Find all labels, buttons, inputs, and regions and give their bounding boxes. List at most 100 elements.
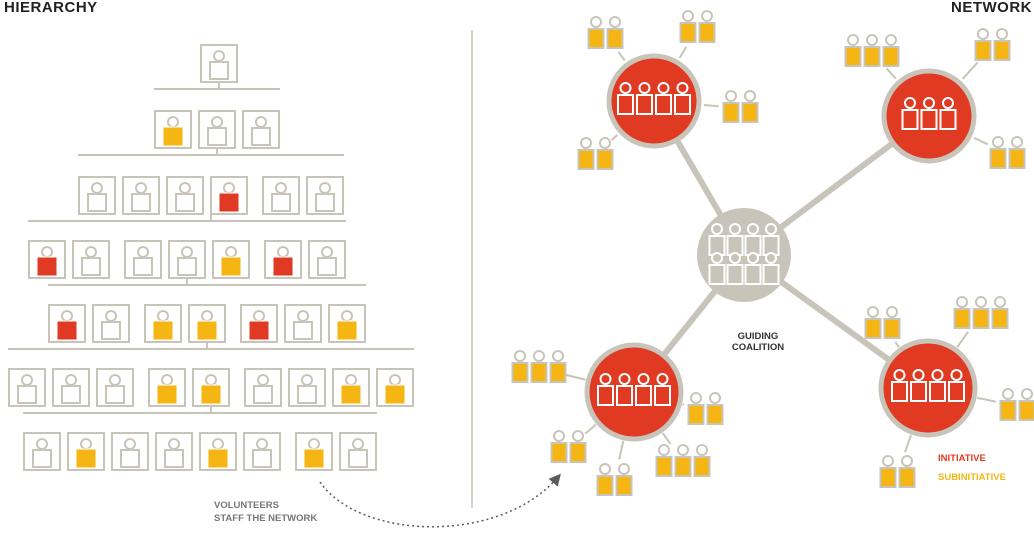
hierarchy-box xyxy=(284,304,322,343)
initiative-bottom-left xyxy=(584,342,684,442)
hierarchy-box xyxy=(48,304,86,343)
subinitiative-link xyxy=(678,46,688,59)
hierarchy-box xyxy=(242,110,280,149)
hierarchy-box xyxy=(122,176,160,215)
hierarchy-box xyxy=(155,432,193,471)
hierarchy-box xyxy=(212,240,250,279)
subinitiative-person-icon xyxy=(511,350,529,383)
subinitiative-person-icon xyxy=(972,296,990,329)
subinitiative-person-icon xyxy=(844,34,862,67)
network-title: NETWORK xyxy=(951,0,1032,16)
hierarchy-box xyxy=(166,176,204,215)
subinitiative-person-icon xyxy=(530,350,548,383)
hierarchy-box xyxy=(78,176,116,215)
subinitiative-person-icon xyxy=(549,350,567,383)
volunteers-label-line1: VOLUNTEERS xyxy=(214,500,279,511)
subinitiative-person-icon xyxy=(879,455,897,488)
coalition-person-icon xyxy=(708,252,726,285)
hierarchy-box xyxy=(148,368,186,407)
hierarchy-box xyxy=(262,176,300,215)
subinitiative-person-icon xyxy=(674,444,692,477)
initiative-person-icon xyxy=(939,97,957,130)
hierarchy-box xyxy=(288,368,326,407)
hierarchy-box xyxy=(52,368,90,407)
volunteers-arrow xyxy=(319,473,561,528)
hierarchy-box xyxy=(67,432,105,471)
initiative-person-icon xyxy=(910,369,927,402)
initiative-person-icon xyxy=(655,82,672,115)
hierarchy-box xyxy=(168,240,206,279)
legend-subinitiative: SUBINITIATIVE xyxy=(938,472,1006,483)
hierarchy-box xyxy=(264,240,302,279)
initiative-person-icon xyxy=(948,369,965,402)
hierarchy-box xyxy=(28,240,66,279)
hierarchy-box xyxy=(23,432,61,471)
subinitiative-link xyxy=(973,136,989,146)
subinitiative-person-icon xyxy=(989,136,1007,169)
hierarchy-box xyxy=(124,240,162,279)
coalition-person-icon xyxy=(744,223,762,256)
subinitiative-person-icon xyxy=(550,430,568,463)
coalition-person-icon xyxy=(762,223,780,256)
subinitiative-link xyxy=(703,104,719,108)
hierarchy-box xyxy=(111,432,149,471)
hierarchy-box xyxy=(200,44,238,83)
subinitiative-person-icon xyxy=(999,388,1017,421)
subinitiative-person-icon xyxy=(974,28,992,61)
coalition-people xyxy=(708,223,780,285)
subinitiative-person-icon xyxy=(655,444,673,477)
subinitiative-person-icon xyxy=(698,10,716,43)
hierarchy-title: HIERARCHY xyxy=(4,0,98,16)
subinitiative-link xyxy=(885,67,897,80)
hierarchy-box xyxy=(96,368,134,407)
volunteers-label-line2: STAFF THE NETWORK xyxy=(214,513,317,524)
hierarchy-box xyxy=(199,432,237,471)
subinitiative-person-icon xyxy=(1008,136,1026,169)
initiative-person-icon xyxy=(636,82,653,115)
subinitiative-person-icon xyxy=(587,16,605,49)
subinitiative-person-icon xyxy=(883,306,901,339)
initiative-person-icon xyxy=(920,97,938,130)
hierarchy-box xyxy=(243,432,281,471)
subinitiative-link xyxy=(976,396,997,403)
hierarchy-box xyxy=(376,368,414,407)
hierarchy-pyramid xyxy=(8,44,414,471)
hierarchy-box xyxy=(295,432,333,471)
initiative-person-icon xyxy=(674,82,691,115)
initiative-person-icon xyxy=(597,373,614,406)
subinitiative-person-icon xyxy=(991,296,1009,329)
initiative-person-icon xyxy=(891,369,908,402)
subinitiative-link xyxy=(618,440,625,460)
subinitiative-person-icon xyxy=(993,28,1011,61)
initiative-person-icon xyxy=(617,82,634,115)
subinitiative-link xyxy=(961,61,979,80)
subinitiative-person-icon xyxy=(722,90,740,123)
hierarchy-box xyxy=(308,240,346,279)
coalition-person-icon xyxy=(726,252,744,285)
initiative-top-left xyxy=(606,53,702,149)
hierarchy-box xyxy=(240,304,278,343)
subinitiative-link xyxy=(584,423,597,435)
initiative-person-icon xyxy=(654,373,671,406)
subinitiative-person-icon xyxy=(706,392,724,425)
hierarchy-box xyxy=(328,304,366,343)
subinitiative-person-icon xyxy=(953,296,971,329)
initiative-person-icon xyxy=(901,97,919,130)
initiative-people xyxy=(597,82,965,406)
hierarchy-box xyxy=(188,304,226,343)
coalition-person-icon xyxy=(726,223,744,256)
coalition-person-icon xyxy=(762,252,780,285)
subinitiative-person-icon xyxy=(687,392,705,425)
hierarchy-box xyxy=(306,176,344,215)
subinitiative-person-icon xyxy=(596,463,614,496)
initiative-person-icon xyxy=(616,373,633,406)
subinitiative-person-icon xyxy=(864,306,882,339)
hierarchy-box xyxy=(154,110,192,149)
coalition-label-line1: GUIDING xyxy=(738,331,779,342)
subinitiative-person-icon xyxy=(882,34,900,67)
coalition-label-line2: COALITION xyxy=(732,342,784,353)
subinitiative-person-icon xyxy=(693,444,711,477)
subinitiative-person-icon xyxy=(596,137,614,170)
subinitiative-person-icon xyxy=(898,455,916,488)
